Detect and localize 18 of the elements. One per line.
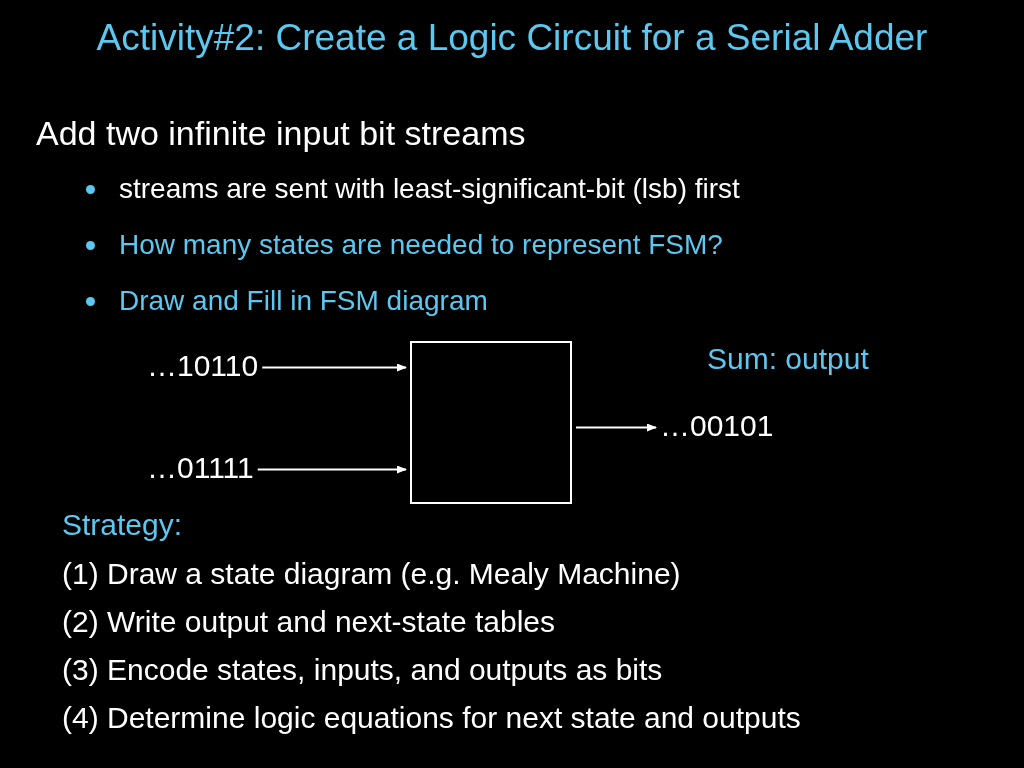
strategy-step: (3) Encode states, inputs, and outputs as bits bbox=[62, 647, 663, 692]
bullet-text: Draw and Fill in FSM diagram bbox=[119, 284, 488, 318]
strategy-step: (2) Write output and next-state tables bbox=[62, 599, 556, 644]
bit-stream-text: …01111 bbox=[147, 445, 254, 490]
bit-stream-text: …10110 bbox=[147, 343, 259, 388]
question-text: How many states are needed to represent FSM? bbox=[119, 228, 723, 262]
heading-text: Add two infinite input bit streams bbox=[36, 113, 526, 154]
strategy-step: (4) Determine logic equations for next state and outputs bbox=[62, 695, 801, 740]
bullet-text: streams are sent with least-significant-bit (lsb) first bbox=[119, 172, 740, 206]
adder-box bbox=[410, 341, 572, 504]
slide-title: Activity#2: Create a Logic Circuit for a Serial Adder bbox=[95, 16, 929, 60]
strategy-heading: Strategy: bbox=[62, 507, 183, 543]
strategy-step: (1) Draw a state diagram (e.g. Mealy Machine) bbox=[62, 551, 681, 596]
arrow bbox=[575, 423, 657, 432]
arrow bbox=[256, 465, 407, 474]
bit-stream-text: …00101 bbox=[660, 403, 774, 448]
arrow bbox=[261, 363, 407, 372]
output-label: Sum: output bbox=[707, 341, 869, 377]
